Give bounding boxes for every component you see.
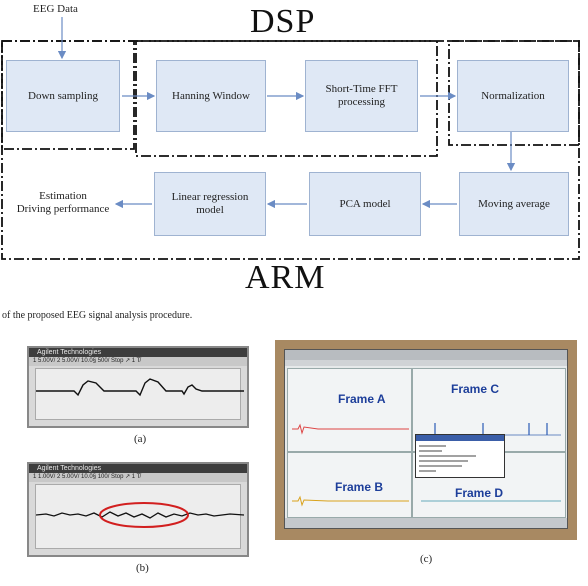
output-label-line-1: Estimation bbox=[8, 190, 118, 203]
terminal-window bbox=[415, 434, 505, 478]
terminal-text-lines bbox=[416, 441, 504, 477]
scope-a-waveform bbox=[36, 369, 244, 423]
down-sampling-box: Down sampling bbox=[6, 60, 120, 132]
frame-d-label: Frame D bbox=[455, 486, 503, 500]
screen-titlebar bbox=[285, 360, 567, 366]
frame-a-signal bbox=[288, 369, 411, 451]
caption-c: (c) bbox=[420, 553, 432, 565]
figure-caption: of the proposed EEG signal analysis proc… bbox=[2, 310, 192, 321]
scope-b-header: Agilent Technologies bbox=[29, 464, 247, 473]
linear-regression-box: Linear regression model bbox=[154, 172, 266, 236]
scope-b-status: 1 1.00V/ 2 5.00V/ 10.0§ 100/ Stop ↗ 1 T̸ bbox=[29, 473, 247, 482]
scope-a-header: Agilent Technologies bbox=[29, 348, 247, 357]
frame-b-label: Frame B bbox=[335, 480, 383, 494]
monitor-photo: Frame A Frame C Frame B Frame D bbox=[275, 340, 577, 540]
pca-model-box: PCA model bbox=[309, 172, 421, 236]
oscilloscope-a: Agilent Technologies 1 5.00V/ 2 5.00V/ 1… bbox=[27, 346, 249, 428]
monitor-screen: Frame A Frame C Frame B Frame D bbox=[284, 349, 568, 529]
arm-label: ARM bbox=[245, 259, 325, 297]
oscilloscope-b: Agilent Technologies 1 1.00V/ 2 5.00V/ 1… bbox=[27, 462, 249, 557]
scope-a-screen bbox=[35, 368, 241, 420]
frame-c-label: Frame C bbox=[451, 382, 499, 396]
scope-a-status: 1 5.00V/ 2 5.00V/ 10.0§ 500/ Stop ↗ 1 T̸ bbox=[29, 357, 247, 366]
hanning-window-box: Hanning Window bbox=[156, 60, 266, 132]
output-label: Estimation Driving performance bbox=[8, 190, 118, 216]
screen-taskbar bbox=[285, 518, 567, 528]
moving-average-box: Moving average bbox=[459, 172, 569, 236]
caption-a: (a) bbox=[134, 433, 146, 445]
scope-b-screen bbox=[35, 484, 241, 549]
short-time-fft-box: Short-Time FFT processing bbox=[305, 60, 418, 132]
normalization-box: Normalization bbox=[457, 60, 569, 132]
scope-b-waveform bbox=[36, 485, 244, 553]
screen-toolbar bbox=[285, 350, 567, 360]
output-label-line-2: Driving performance bbox=[8, 203, 118, 216]
frame-a-label: Frame A bbox=[338, 392, 386, 406]
frame-a-panel bbox=[287, 368, 412, 452]
caption-b: (b) bbox=[136, 562, 149, 574]
